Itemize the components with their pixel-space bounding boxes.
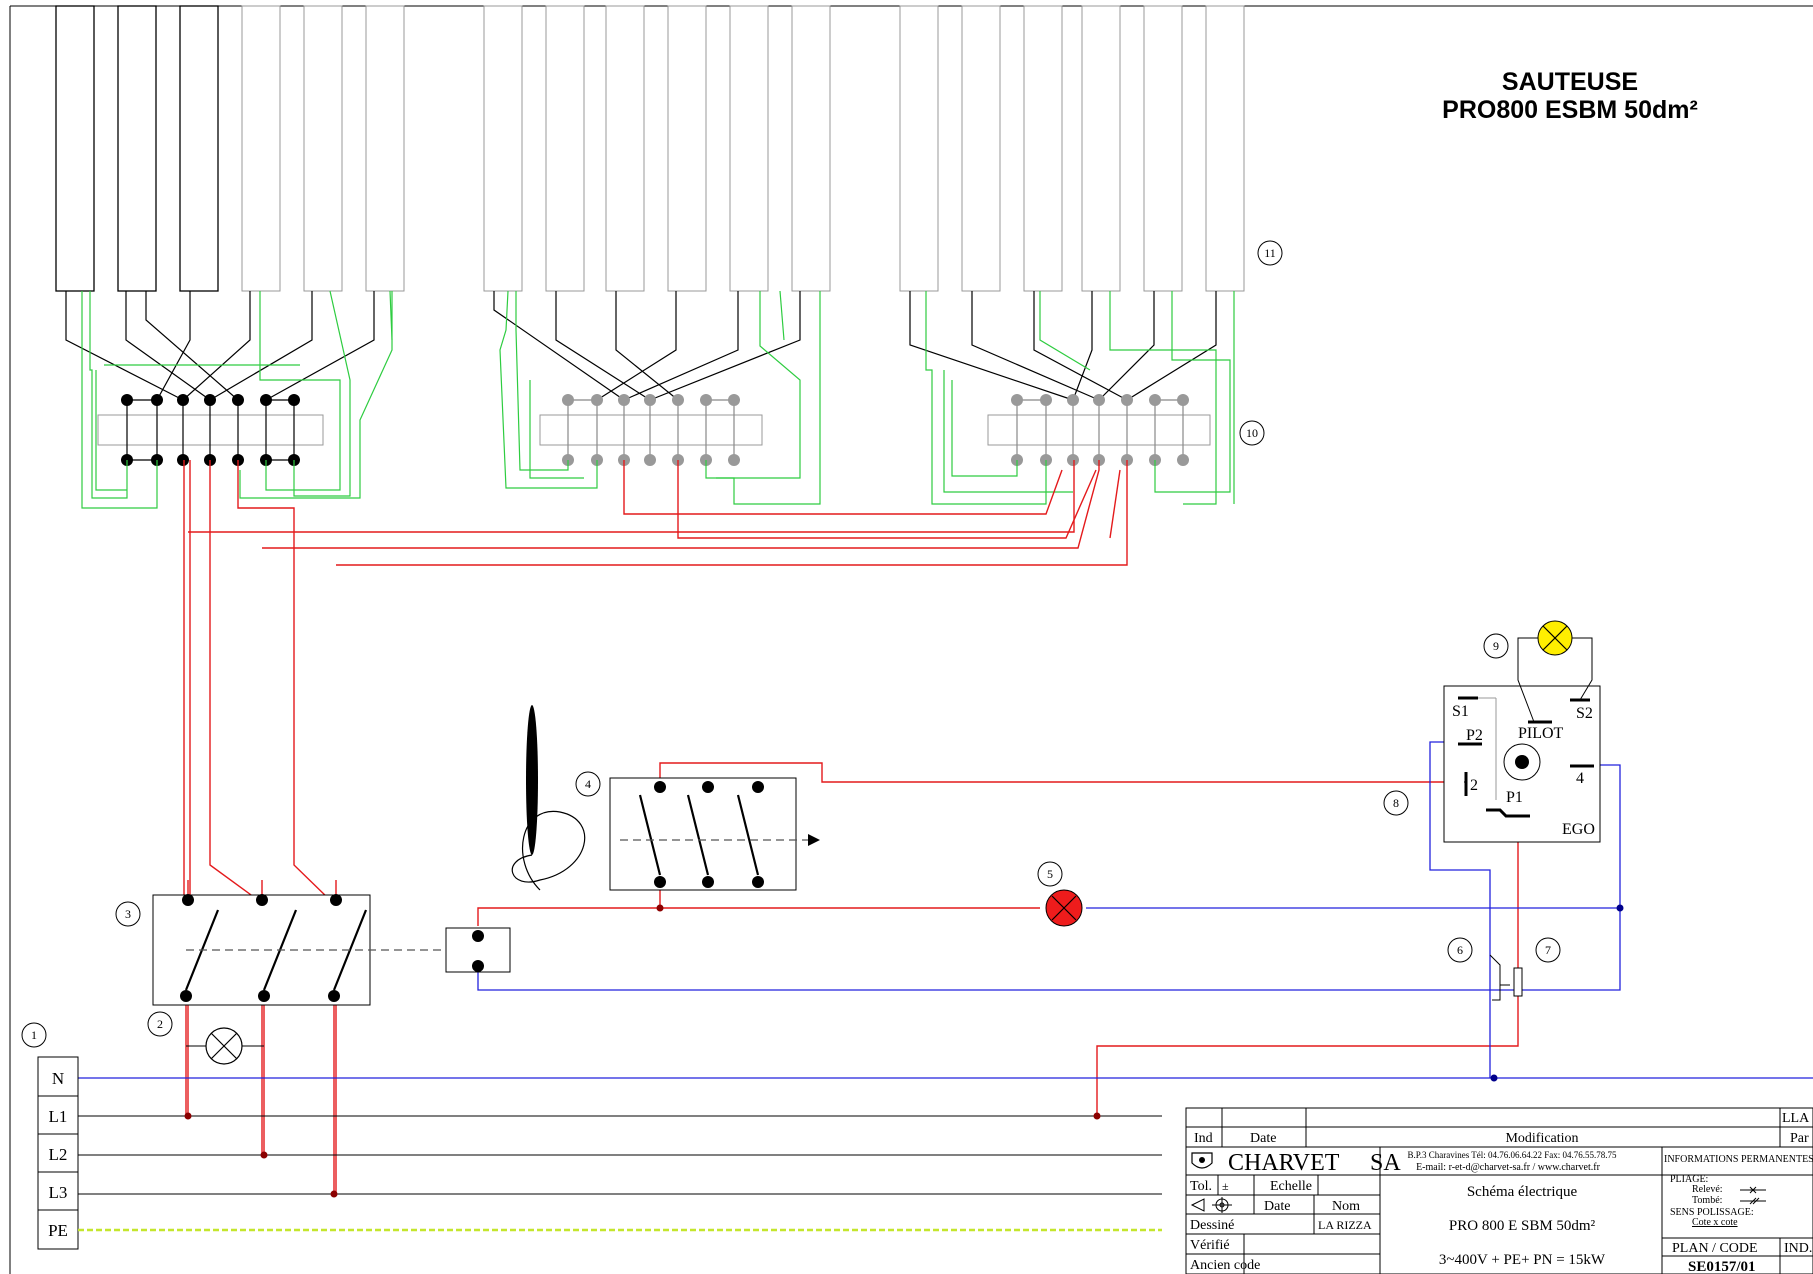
tb-ind2: IND. <box>1784 1241 1812 1256</box>
callout-10: 10 <box>1239 420 1265 446</box>
tb-ind: Ind <box>1194 1131 1213 1146</box>
tb-ancien-code: Ancien code <box>1190 1258 1260 1273</box>
tb-nom: Nom <box>1332 1199 1360 1214</box>
main-contactor: 3 <box>115 894 450 1006</box>
tb-cote: Cote x cote <box>1692 1217 1738 1228</box>
tb-dessine: Dessiné <box>1190 1218 1234 1233</box>
heating-elements-group-3 <box>899 5 1245 505</box>
svg-text:10: 10 <box>1246 426 1258 440</box>
tb-par: Par <box>1790 1131 1809 1146</box>
title-block: LLA Ind Date Modification Par CHARVET SA… <box>1185 1107 1813 1274</box>
tb-tol: Tol. <box>1190 1179 1212 1194</box>
tb-tol-val: ± <box>1222 1179 1229 1193</box>
contactor-coil <box>445 927 511 973</box>
reg-p2: P2 <box>1466 727 1483 744</box>
reg-brand: EGO <box>1562 821 1595 838</box>
blue-wiring <box>78 741 1813 1079</box>
line-l3-label: L3 <box>49 1183 68 1202</box>
tb-tombe: Tombé: <box>1692 1195 1722 1206</box>
tb-schema: Schéma électrique <box>1467 1184 1578 1200</box>
heating-elements-group-1 <box>55 5 405 509</box>
svg-text:11: 11 <box>1264 246 1276 260</box>
tb-sens: SENS POLISSAGE: <box>1670 1207 1754 1218</box>
diagram-title-line1: SAUTEUSE <box>1502 68 1638 96</box>
safety-switches: 6 7 <box>1447 937 1561 1001</box>
tb-power: 3~400V + PE+ PN = 15kW <box>1439 1252 1606 1268</box>
reg-t2: 2 <box>1470 777 1478 794</box>
callout-3: 3 <box>125 907 131 921</box>
callout-2: 2 <box>157 1017 163 1031</box>
tb-info-perm: INFORMATIONS PERMANENTES <box>1664 1154 1813 1165</box>
callout-5: 5 <box>1047 867 1053 881</box>
tb-address: B.P.3 Charavines Tél: 04.76.06.64.22 Fax… <box>1407 1150 1617 1160</box>
heating-elements-group-2 <box>483 5 831 505</box>
heating-lamp: 5 <box>1037 861 1083 927</box>
tb-verifie: Vérifié <box>1190 1238 1230 1253</box>
pilot-lamp: 9 <box>1483 620 1593 723</box>
tb-code: SE0157/01 <box>1688 1259 1756 1274</box>
callout-4: 4 <box>585 777 591 791</box>
company-suffix: SA <box>1370 1150 1401 1176</box>
line-l2-label: L2 <box>49 1145 68 1164</box>
tb-model: PRO 800 E SBM 50dm² <box>1449 1218 1596 1234</box>
callout-6: 6 <box>1457 943 1463 957</box>
thermostat: 4 <box>511 705 820 891</box>
tb-date2: Date <box>1264 1199 1290 1214</box>
callout-9: 9 <box>1493 639 1499 653</box>
reg-s1: S1 <box>1452 703 1469 720</box>
company-logo: CHARVET SA <box>1191 1150 1401 1176</box>
diagram-title-line2: PRO800 ESBM 50dm² <box>1442 96 1698 124</box>
tb-plan-code: PLAN / CODE <box>1672 1241 1758 1256</box>
callout-11: 11 <box>1257 240 1283 266</box>
reg-t4: 4 <box>1576 770 1584 787</box>
callout-1: 1 <box>21 1022 47 1048</box>
power-lamp: 2 <box>147 1011 264 1065</box>
tb-releve: Relevé: <box>1692 1184 1723 1195</box>
tb-llabel: LLA <box>1782 1111 1810 1126</box>
tb-pliage: PLIAGE: <box>1670 1174 1708 1185</box>
svg-text:1: 1 <box>31 1028 37 1042</box>
red-wiring <box>183 460 1519 1194</box>
line-pe-label: PE <box>48 1221 68 1240</box>
supply-lines <box>78 1115 1162 1232</box>
callout-7: 7 <box>1545 943 1551 957</box>
tb-dessine-nom: LA RIZZA <box>1318 1218 1372 1232</box>
tb-echelle: Echelle <box>1270 1179 1312 1194</box>
callout-8: 8 <box>1393 796 1399 810</box>
junction-dots <box>184 904 1624 1198</box>
projection-symbol <box>1190 1197 1232 1213</box>
line-n-label: N <box>52 1069 64 1088</box>
reg-s2: S2 <box>1576 705 1593 722</box>
line-l1-label: L1 <box>49 1107 68 1126</box>
company-name: CHARVET <box>1228 1150 1340 1176</box>
tb-email: E-mail: r-et-d@charvet-sa.fr / www.charv… <box>1416 1162 1600 1173</box>
supply-terminal: N L1 L2 L3 PE <box>37 1056 79 1250</box>
tb-modification: Modification <box>1505 1131 1578 1146</box>
energy-regulator: S1 S2 P2 PILOT 2 4 P1 EGO 8 <box>1383 685 1601 843</box>
reg-pilot: PILOT <box>1518 725 1564 742</box>
reg-p1: P1 <box>1506 789 1523 806</box>
tb-date: Date <box>1250 1131 1276 1146</box>
